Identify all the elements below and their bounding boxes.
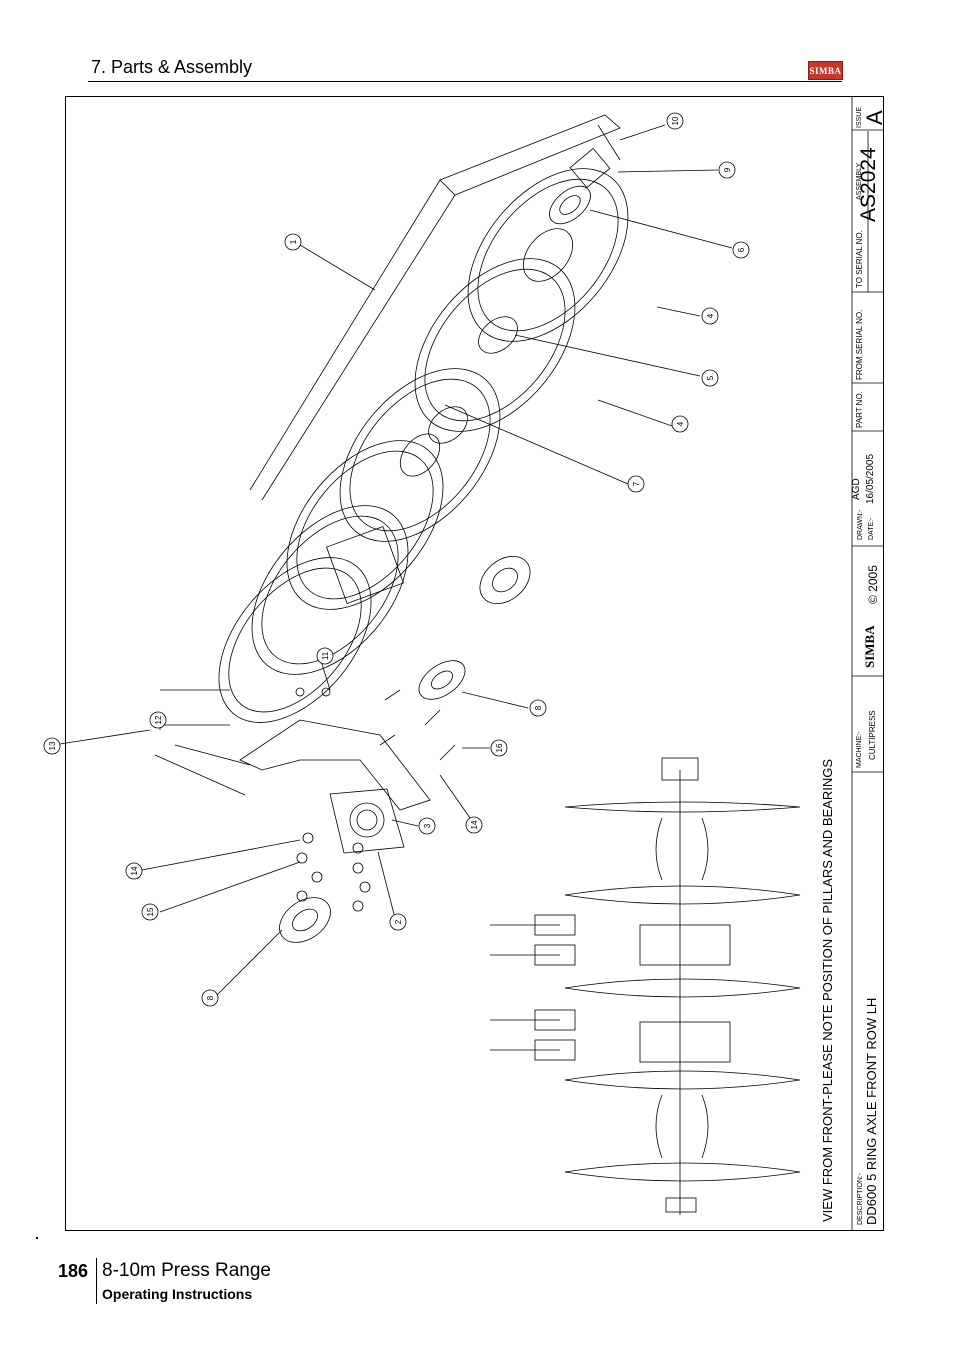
drawn-value: AGD <box>851 478 862 500</box>
callout-10: 10 <box>671 116 680 125</box>
callout-11: 11 <box>321 651 330 660</box>
assembly-number: AS2024 <box>857 147 880 222</box>
footer-rule <box>96 1258 97 1304</box>
drawing-note: VIEW FROM FRONT-PLEASE NOTE POSITION OF … <box>820 758 835 1222</box>
drawing-frame <box>65 96 884 1231</box>
copyright-notice: © 2005 <box>866 565 880 604</box>
header-rule <box>88 81 842 82</box>
machine-label: MACHINE:- <box>856 731 863 768</box>
date-label: DATE:- <box>868 517 875 540</box>
axle-bar <box>249 114 621 501</box>
callout-16: 16 <box>495 743 504 752</box>
document-type: Operating Instructions <box>102 1286 253 1302</box>
callout-15: 15 <box>146 907 155 916</box>
callout-5: 5 <box>706 375 715 380</box>
description-value: DD600 5 RING AXLE FRONT ROW LH <box>864 997 879 1225</box>
part-no-label: PART NO. <box>855 391 864 428</box>
leader-lines <box>59 124 733 996</box>
description-label: DESCRIPTION:- <box>857 1172 864 1225</box>
section-title: 7. Parts & Assembly <box>91 57 253 77</box>
title-block-lines <box>851 97 884 1230</box>
simba-logo: SIMBA <box>808 61 843 80</box>
callout-balloons <box>43 112 750 1007</box>
callout-14b: 14 <box>130 866 139 875</box>
callout-4a: 4 <box>706 313 715 318</box>
callout-8b: 8 <box>206 995 215 1000</box>
from-serial-label: FROM SERIAL NO. <box>855 309 864 380</box>
to-serial-label: TO SERIAL NO. <box>855 230 864 288</box>
callout-9: 9 <box>723 167 732 172</box>
hub-parts <box>154 124 621 943</box>
callout-1: 1 <box>289 239 298 244</box>
press-rings <box>218 168 629 723</box>
front-ring <box>564 801 801 813</box>
callout-2: 2 <box>394 919 403 924</box>
front-view <box>490 757 801 1215</box>
page-dot <box>36 1237 38 1239</box>
callout-3: 3 <box>423 823 432 828</box>
issue-value: A <box>862 110 887 125</box>
callout-4b: 4 <box>676 421 685 426</box>
callout-6: 7 <box>632 481 641 486</box>
callout-7: 6 <box>737 247 746 252</box>
page-number: 186 <box>58 1261 89 1281</box>
date-value: 16/05/2005 <box>865 453 876 504</box>
callout-13: 13 <box>48 741 57 750</box>
callout-14a: 14 <box>470 820 479 829</box>
drawn-label: DRAWN:- <box>857 509 864 540</box>
title-block-logo: SIMBA <box>862 625 877 668</box>
callout-12: 12 <box>154 715 163 724</box>
callout-8a: 8 <box>534 705 543 710</box>
callout-numbers: 1 10 9 6 4 5 4 7 8 11 12 13 16 14 3 2 14… <box>48 116 746 1000</box>
machine-value: CULTIPRESS <box>868 710 877 760</box>
product-range: 8-10m Press Range <box>102 1260 271 1281</box>
